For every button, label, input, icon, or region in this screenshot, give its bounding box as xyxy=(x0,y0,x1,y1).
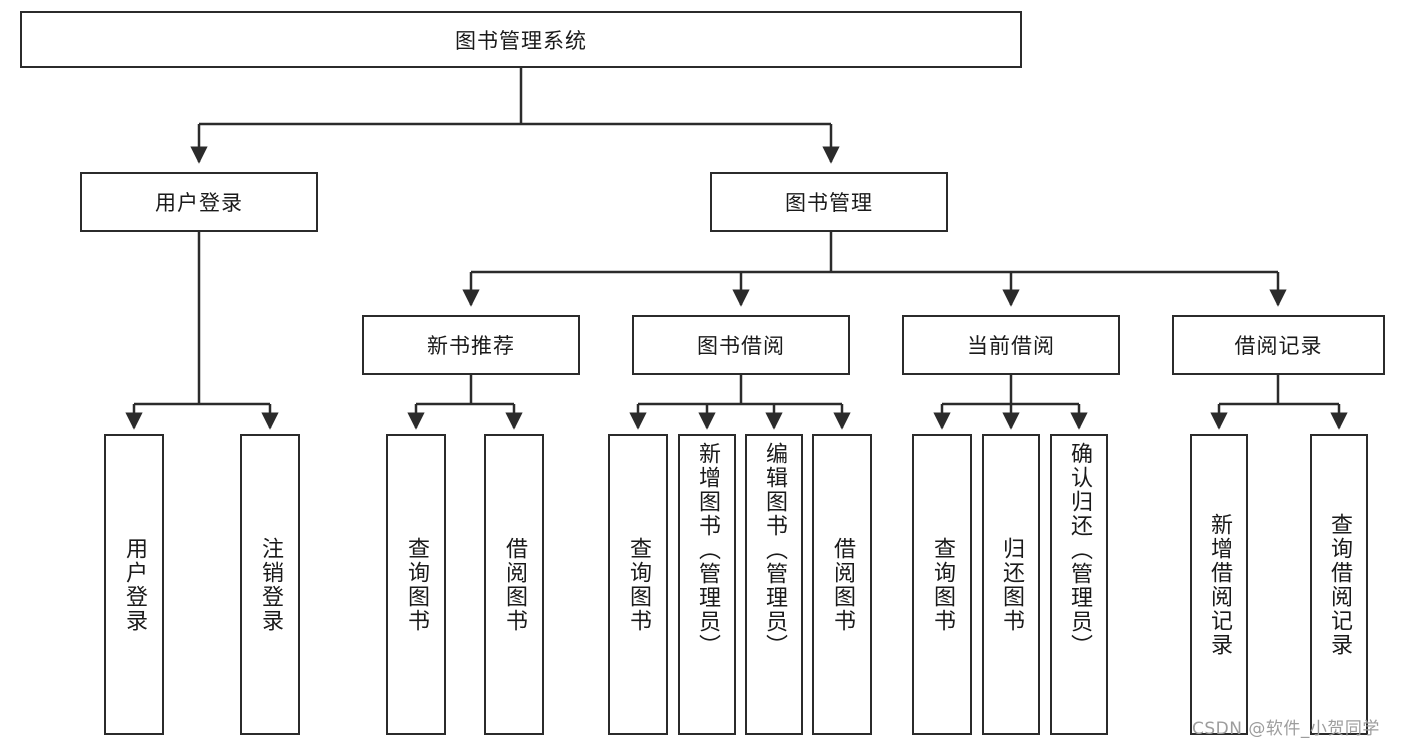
node-user-login[interactable]: 用户登录 xyxy=(80,172,318,232)
leaf-label: 借阅图书 xyxy=(501,536,527,633)
leaf-node-add-borrow-record[interactable]: 新增借阅记录 xyxy=(1190,434,1248,735)
node-label: 图书管理 xyxy=(785,191,873,215)
leaf-label: 归还图书 xyxy=(998,536,1024,633)
leaf-node-query-book-current[interactable]: 查询图书 xyxy=(912,434,972,735)
leaf-label: 注销登录 xyxy=(257,536,283,633)
node-book-management[interactable]: 图书管理 xyxy=(710,172,948,232)
node-current-borrow[interactable]: 当前借阅 xyxy=(902,315,1120,375)
node-label: 用户登录 xyxy=(155,191,243,215)
leaf-label: 新增图书（管理员） xyxy=(694,442,720,658)
leaf-node-user-login[interactable]: 用户登录 xyxy=(104,434,164,735)
leaf-label: 新增借阅记录 xyxy=(1206,512,1232,657)
leaf-label: 查询借阅记录 xyxy=(1326,512,1352,657)
leaf-label: 用户登录 xyxy=(121,536,147,633)
leaf-node-logout[interactable]: 注销登录 xyxy=(240,434,300,735)
leaf-label: 确认归还（管理员） xyxy=(1066,442,1092,658)
node-root-system[interactable]: 图书管理系统 xyxy=(20,11,1022,68)
leaf-label: 查询图书 xyxy=(403,536,429,633)
node-new-book-recommend[interactable]: 新书推荐 xyxy=(362,315,580,375)
leaf-node-edit-book-admin[interactable]: 编辑图书（管理员） xyxy=(745,434,803,735)
leaf-node-borrow-book[interactable]: 借阅图书 xyxy=(812,434,872,735)
leaf-label: 借阅图书 xyxy=(829,536,855,633)
node-book-borrow[interactable]: 图书借阅 xyxy=(632,315,850,375)
leaf-node-confirm-return-admin[interactable]: 确认归还（管理员） xyxy=(1050,434,1108,735)
leaf-label: 查询图书 xyxy=(929,536,955,633)
node-label: 新书推荐 xyxy=(427,334,515,358)
leaf-node-return-book[interactable]: 归还图书 xyxy=(982,434,1040,735)
leaf-node-query-book-borrow[interactable]: 查询图书 xyxy=(608,434,668,735)
leaf-node-borrow-book-recommend[interactable]: 借阅图书 xyxy=(484,434,544,735)
leaf-node-add-book-admin[interactable]: 新增图书（管理员） xyxy=(678,434,736,735)
node-borrow-record[interactable]: 借阅记录 xyxy=(1172,315,1385,375)
node-label: 图书借阅 xyxy=(697,334,785,358)
node-label: 图书管理系统 xyxy=(455,28,587,53)
node-label: 当前借阅 xyxy=(967,334,1055,358)
leaf-label: 查询图书 xyxy=(625,536,651,633)
leaf-node-query-book-recommend[interactable]: 查询图书 xyxy=(386,434,446,735)
leaf-node-query-borrow-record[interactable]: 查询借阅记录 xyxy=(1310,434,1368,735)
csdn-watermark: CSDN @软件_小贺同学 xyxy=(1192,719,1380,739)
leaf-label: 编辑图书（管理员） xyxy=(761,442,787,658)
node-label: 借阅记录 xyxy=(1234,334,1323,358)
